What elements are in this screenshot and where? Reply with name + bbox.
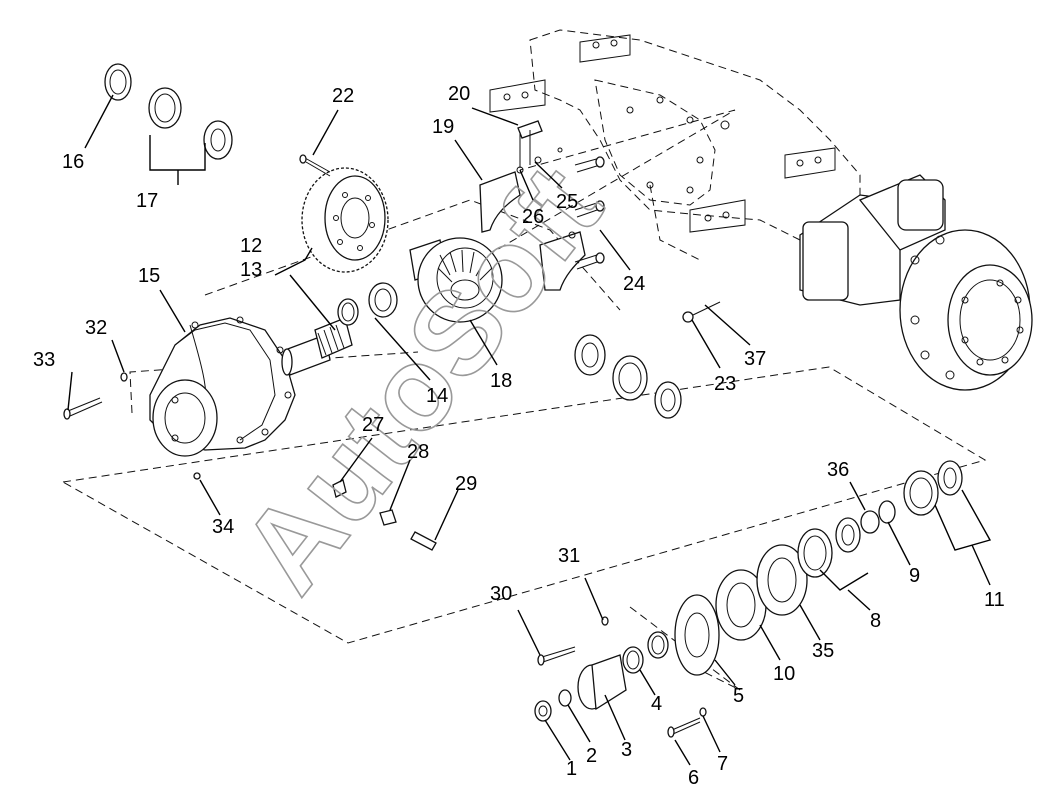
callout-8: 8 [870, 610, 881, 632]
callout-27: 27 [362, 414, 384, 436]
side-bearing [574, 301, 721, 419]
callout-28: 28 [407, 441, 429, 463]
callout-29: 29 [455, 473, 477, 495]
callout-22: 22 [332, 85, 354, 107]
drive-pinion [281, 317, 353, 376]
callout-20: 20 [448, 83, 470, 105]
ring-gear [301, 167, 389, 273]
callout-17: 17 [136, 190, 158, 212]
differential-case [409, 237, 503, 323]
callout-11: 11 [984, 589, 1005, 611]
callout-14: 14 [426, 385, 448, 407]
callout-23: 23 [714, 373, 736, 395]
callout-12: 12 [240, 235, 262, 257]
callout-37: 37 [744, 348, 766, 370]
callout-34: 34 [212, 516, 234, 538]
bearing-cap-lower [539, 231, 586, 291]
callout-19: 19 [432, 116, 454, 138]
ring-gear-bolt [299, 154, 331, 177]
callout-24: 24 [623, 273, 645, 295]
callout-15: 15 [138, 265, 160, 287]
callout-6: 6 [688, 767, 699, 789]
carrier-housing [149, 316, 296, 457]
callout-31: 31 [558, 545, 580, 567]
pinion-bearing [337, 282, 398, 326]
pinion-flange-group [534, 460, 963, 738]
bearing-cap-upper [479, 171, 521, 233]
callout-36: 36 [827, 459, 849, 481]
callout-32: 32 [85, 317, 107, 339]
callout-33: 33 [33, 349, 55, 371]
cap-bolts [516, 120, 605, 270]
callout-labels: 1 2 3 4 5 6 7 8 9 10 11 12 13 14 15 16 1… [33, 83, 1005, 789]
callout-5: 5 [733, 685, 744, 707]
callout-7: 7 [717, 753, 728, 775]
callout-18: 18 [490, 370, 512, 392]
callout-9: 9 [909, 565, 920, 587]
callout-35: 35 [812, 640, 834, 662]
callout-30: 30 [490, 583, 512, 605]
callout-16: 16 [62, 151, 84, 173]
breather-and-plugs [63, 372, 437, 551]
callout-3: 3 [621, 739, 632, 761]
planetary-hub [799, 174, 1033, 391]
callout-2: 2 [586, 745, 597, 767]
callout-10: 10 [773, 663, 795, 685]
callout-leaders [67, 94, 992, 766]
callout-1: 1 [566, 758, 577, 780]
callout-4: 4 [651, 693, 662, 715]
pinion-outer-bearing [104, 63, 233, 160]
callout-25: 25 [556, 191, 578, 213]
callout-26: 26 [522, 206, 544, 228]
callout-13: 13 [240, 259, 262, 281]
